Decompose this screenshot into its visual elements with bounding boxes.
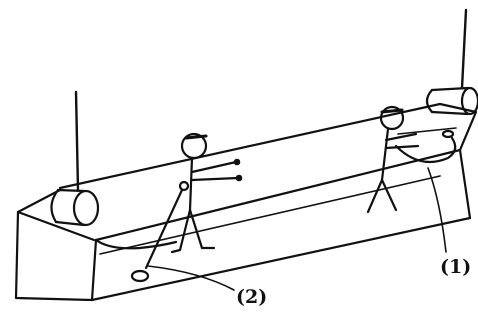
callout-1-leader [428, 168, 446, 252]
callout-label-1: (1) [440, 258, 471, 277]
right-antenna [462, 10, 466, 88]
channel-curve [96, 240, 176, 248]
person-left-torso [190, 158, 192, 210]
person-left-arm-lower [192, 178, 238, 180]
left-roller [51, 92, 98, 225]
callout-label-2: (2) [236, 288, 267, 307]
probe-head [132, 271, 148, 281]
left-antenna [76, 92, 78, 190]
person-right-arm-lower [386, 146, 418, 148]
right-roller [427, 10, 478, 114]
tank-bottom-edge [92, 218, 470, 300]
tank-right-top [440, 104, 476, 150]
probe-shaft [146, 190, 182, 268]
person-right [368, 107, 456, 212]
channel-inner-line [100, 176, 440, 254]
person-right-arm-upper [386, 134, 416, 140]
person-left-leg-left [172, 210, 190, 252]
tank-right-end [460, 150, 470, 218]
person-right-torso [382, 129, 388, 180]
person-right-leg-left [368, 180, 382, 212]
person-left-arm-upper [192, 162, 236, 172]
person-right-leg-right [382, 180, 396, 210]
tank-front-edge [96, 150, 460, 240]
tank-left-top-edge [18, 190, 60, 212]
tank-front-top-edge [18, 212, 94, 240]
